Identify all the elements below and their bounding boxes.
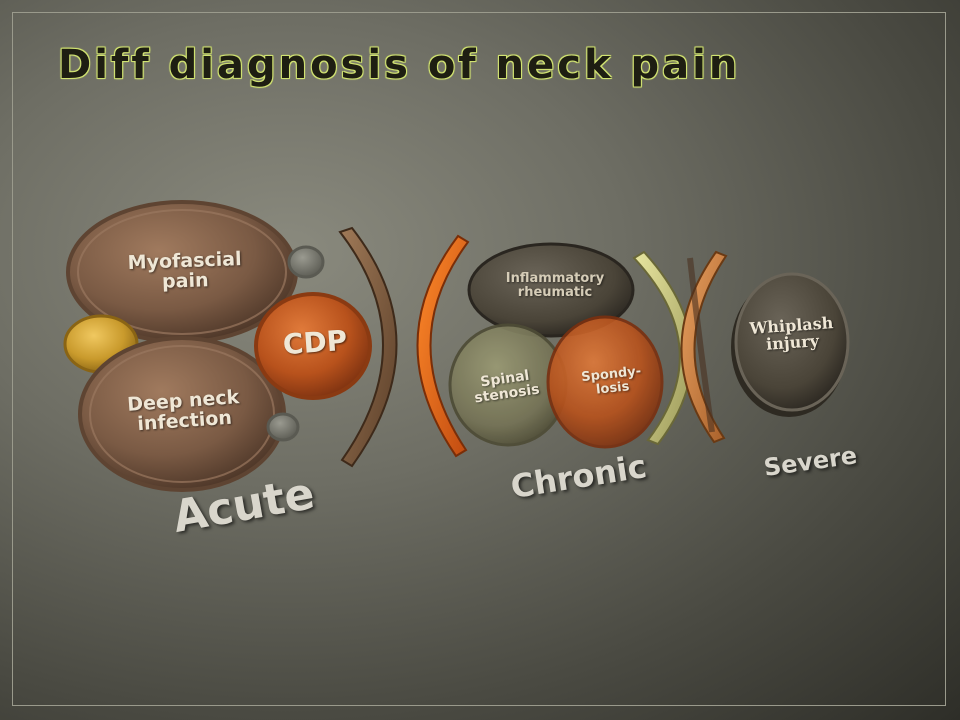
chronic-right-arc: [632, 250, 693, 446]
severe-cluster: [680, 250, 850, 444]
page-title: Diff diagnosis of neck pain: [58, 42, 741, 88]
inflammatory-bubble: [467, 242, 635, 338]
acute-bracket-arc: [338, 226, 398, 468]
inflammatory-label: Inflammatory rheumatic: [505, 271, 605, 300]
cdp-bubble: [254, 292, 372, 400]
chronic-left-arc: [416, 234, 470, 458]
deep-neck-label: Deep neck infection: [126, 386, 240, 436]
severe-outer-arc: [680, 250, 728, 444]
severe-inner-arc: [687, 257, 715, 433]
acute-cluster: [63, 200, 398, 492]
grey-small-bubble-top: [287, 245, 325, 279]
chronic-cluster: [416, 234, 693, 458]
spondylosis-bubble: [546, 315, 664, 449]
cdp-label: CDP: [281, 323, 349, 362]
myofascial-label: Myofascial pain: [127, 248, 242, 293]
grey-small-bubble-bottom: [266, 412, 300, 442]
whiplash-label: Whiplash injury: [748, 313, 834, 354]
whiplash-bubble: [734, 272, 850, 412]
